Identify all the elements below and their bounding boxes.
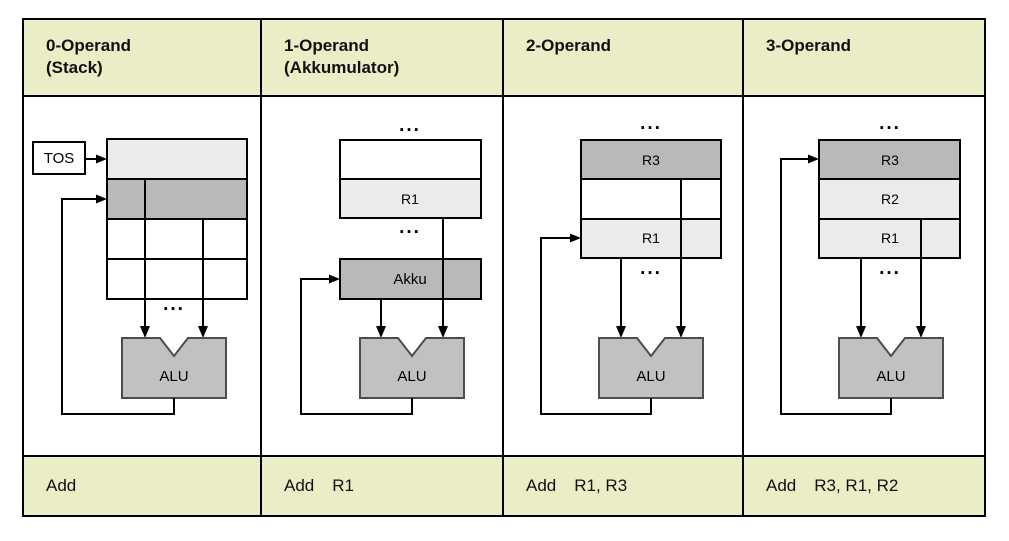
register-label-r3: R3 xyxy=(642,152,660,168)
alu-box xyxy=(598,337,704,399)
instruction-cell-akkumulator: Add R1 xyxy=(262,457,504,515)
arrowhead-down-icon xyxy=(376,326,386,338)
akku-box xyxy=(339,258,482,300)
register-label-r3: R3 xyxy=(881,152,899,168)
instruction-cell-2-operand: Add R1, R3 xyxy=(504,457,744,515)
tos-box xyxy=(32,141,86,175)
register-label-r1: R1 xyxy=(881,230,899,246)
register-label-r1: R1 xyxy=(642,230,660,246)
stack-cell-second xyxy=(106,178,248,220)
result-writeback-wire xyxy=(780,158,892,415)
diagram-cell-2-operand: ... R3 R1 ... ALU xyxy=(504,97,744,457)
alu-box xyxy=(359,337,465,399)
diagram-cell-stack: TOS ... ALU xyxy=(24,97,262,457)
header-cell-3-operand: 3-Operand xyxy=(744,20,984,97)
two-operand-architecture-diagram: ... R3 R1 ... ALU xyxy=(540,113,722,415)
arrowhead-down-icon xyxy=(856,326,866,338)
ellipsis: ... xyxy=(640,258,662,279)
column-title-line1: 1-Operand xyxy=(284,36,370,55)
diagram-cell-3-operand: ... R3 R2 R1 ... ALU xyxy=(744,97,984,457)
ellipsis: ... xyxy=(640,113,662,134)
result-writeback-wire xyxy=(61,198,175,415)
register-cell-empty xyxy=(339,139,482,180)
register-label-r2: R2 xyxy=(881,191,899,207)
arrowhead-down-icon xyxy=(916,326,926,338)
arrowhead-right-icon xyxy=(570,233,581,243)
instruction-mnemonic: Add xyxy=(284,476,315,495)
alu-label: ALU xyxy=(876,368,905,385)
stack-cell-fourth xyxy=(106,258,248,300)
column-title-line1: 2-Operand xyxy=(526,36,612,55)
three-operand-architecture-diagram: ... R3 R2 R1 ... ALU xyxy=(780,113,961,415)
ellipsis: ... xyxy=(399,115,421,136)
column-title-line1: 3-Operand xyxy=(766,36,852,55)
ellipsis: ... xyxy=(879,113,901,134)
register-cell-r1 xyxy=(818,218,961,259)
register-cell-r1 xyxy=(339,178,482,219)
diagram-cell-akkumulator: ... R1 ... Akku ALU xyxy=(262,97,504,457)
result-writeback-wire xyxy=(300,278,413,415)
arrowhead-right-icon xyxy=(808,154,819,164)
register-cell-r3 xyxy=(818,139,961,180)
alu-label: ALU xyxy=(159,368,188,385)
register-cell-empty xyxy=(580,178,722,220)
instruction-cell-stack: Add xyxy=(24,457,262,515)
stack-cell-third xyxy=(106,218,248,260)
register-cell-r2 xyxy=(818,178,961,220)
alu-label: ALU xyxy=(397,368,426,385)
column-title-line2: (Akkumulator) xyxy=(284,58,400,78)
register-cell-r1 xyxy=(580,218,722,259)
architecture-comparison-table: 0-Operand (Stack) 1-Operand (Akkumulator… xyxy=(22,18,986,517)
instruction-operands: R1, R3 xyxy=(574,476,628,495)
result-writeback-wire xyxy=(540,237,652,415)
instruction-mnemonic: Add xyxy=(526,476,557,495)
instruction-operands: R3, R1, R2 xyxy=(814,476,899,495)
alu-box xyxy=(121,337,227,399)
stack-cell-top xyxy=(106,138,248,180)
instruction-operands: R1 xyxy=(332,476,354,495)
akku-label: Akku xyxy=(393,271,426,288)
ellipsis: ... xyxy=(879,258,901,279)
arrowhead-right-icon xyxy=(96,194,107,204)
register-label-r1: R1 xyxy=(401,191,419,207)
arrowhead-down-icon xyxy=(198,326,208,338)
ellipsis: ... xyxy=(399,217,421,238)
alu-box xyxy=(838,337,944,399)
stack-architecture-diagram: TOS ... ALU xyxy=(32,138,248,415)
arrowhead-right-icon xyxy=(329,274,340,284)
header-cell-2-operand: 2-Operand xyxy=(504,20,744,97)
arrowhead-down-icon xyxy=(616,326,626,338)
instruction-cell-3-operand: Add R3, R1, R2 xyxy=(744,457,984,515)
column-title-line1: 0-Operand xyxy=(46,36,132,55)
instruction-mnemonic: Add xyxy=(46,476,77,495)
arrowhead-down-icon xyxy=(676,326,686,338)
arrowhead-down-icon xyxy=(438,326,448,338)
ellipsis: ... xyxy=(163,294,185,315)
arrowhead-down-icon xyxy=(140,326,150,338)
header-cell-0-operand: 0-Operand (Stack) xyxy=(24,20,262,97)
tos-label: TOS xyxy=(44,150,75,167)
column-title-line2: (Stack) xyxy=(46,58,103,78)
arrowhead-right-icon xyxy=(96,154,107,164)
accumulator-architecture-diagram: ... R1 ... Akku ALU xyxy=(300,115,482,415)
alu-label: ALU xyxy=(636,368,665,385)
header-cell-1-operand: 1-Operand (Akkumulator) xyxy=(262,20,504,97)
instruction-mnemonic: Add xyxy=(766,476,797,495)
